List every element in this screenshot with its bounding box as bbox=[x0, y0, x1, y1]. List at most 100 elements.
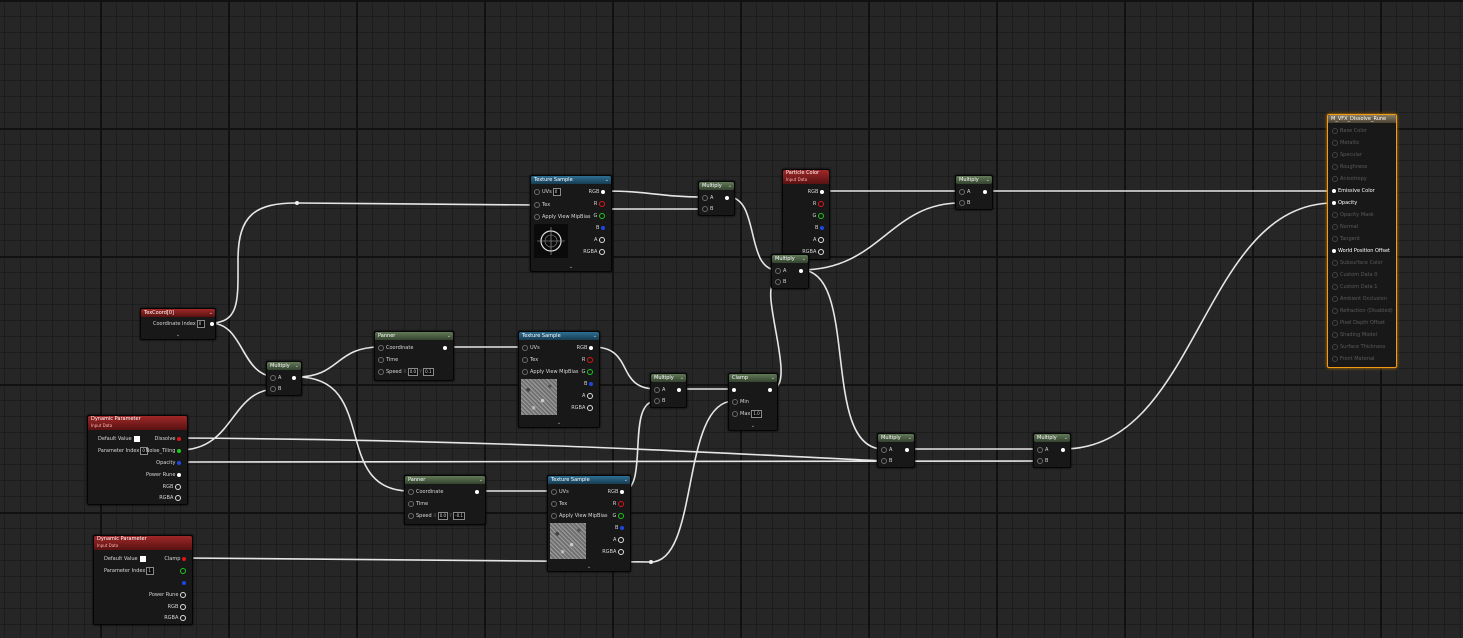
output-pin[interactable] bbox=[618, 513, 624, 519]
output-pin[interactable] bbox=[818, 213, 824, 219]
multiply-header[interactable]: Multiply⌄ bbox=[699, 182, 734, 190]
chevron-down-icon[interactable]: ⌄ bbox=[446, 333, 451, 339]
speed-x-field[interactable]: 0.0 bbox=[407, 368, 419, 376]
clamp-output-pin[interactable] bbox=[768, 388, 772, 392]
multiply-header[interactable]: Multiply⌄ bbox=[651, 374, 686, 382]
material-input-pin[interactable] bbox=[1332, 236, 1338, 242]
panner-output-pin[interactable] bbox=[443, 346, 447, 350]
input-pin[interactable] bbox=[534, 202, 540, 208]
texture-sample-node-mid[interactable]: Texture Sample⌄ UVs Tex Apply View MipBi… bbox=[518, 331, 600, 428]
input-pin[interactable] bbox=[732, 399, 738, 405]
panner-output-pin[interactable] bbox=[475, 490, 479, 494]
material-input-pin[interactable] bbox=[1332, 344, 1338, 350]
chevron-down-icon[interactable]: ⌄ bbox=[478, 477, 483, 483]
speed-x-field[interactable]: 0.0 bbox=[437, 512, 449, 520]
input-pin[interactable] bbox=[551, 489, 557, 495]
output-pin[interactable] bbox=[601, 190, 605, 194]
output-pin[interactable] bbox=[182, 557, 186, 561]
multiply-node-1[interactable]: Multiply⌄ A B bbox=[266, 361, 302, 396]
multiply-output-pin[interactable] bbox=[677, 388, 681, 392]
output-pin[interactable] bbox=[618, 501, 624, 507]
input-pin[interactable] bbox=[522, 345, 528, 351]
material-input-pin[interactable] bbox=[1332, 284, 1338, 290]
material-input-pin[interactable] bbox=[1332, 272, 1338, 278]
output-pin[interactable] bbox=[618, 537, 624, 543]
output-pin[interactable] bbox=[618, 549, 624, 555]
output-pin[interactable] bbox=[587, 405, 593, 411]
output-pin[interactable] bbox=[177, 449, 181, 453]
output-pin[interactable] bbox=[818, 201, 824, 207]
material-input-pin[interactable] bbox=[1332, 320, 1338, 326]
output-pin[interactable] bbox=[620, 490, 624, 494]
texsample-expand-icon[interactable]: ⌄ bbox=[556, 420, 562, 426]
input-pin[interactable] bbox=[732, 387, 736, 392]
input-pin[interactable] bbox=[654, 387, 660, 393]
output-pin[interactable] bbox=[587, 357, 593, 363]
material-input-pin[interactable] bbox=[1332, 212, 1338, 218]
texcoord-expand-icon[interactable]: ⌄ bbox=[175, 332, 181, 338]
input-pin[interactable] bbox=[702, 195, 708, 201]
output-pin[interactable] bbox=[180, 615, 186, 621]
output-pin[interactable] bbox=[589, 346, 593, 350]
chevron-down-icon[interactable]: ⌄ bbox=[208, 310, 213, 316]
texsample-expand-icon[interactable]: ⌄ bbox=[568, 264, 574, 270]
speed-y-field[interactable]: -0.1 bbox=[453, 512, 465, 520]
texsample-expand-icon[interactable]: ⌄ bbox=[586, 564, 592, 570]
texture-sample-header[interactable]: Texture Sample⌄ bbox=[531, 176, 611, 184]
input-pin[interactable] bbox=[378, 357, 384, 363]
chevron-down-icon[interactable]: ⌄ bbox=[679, 375, 684, 381]
material-input-pin[interactable] bbox=[1332, 224, 1338, 230]
multiply-header[interactable]: Multiply⌄ bbox=[878, 434, 914, 442]
input-pin[interactable] bbox=[1037, 447, 1043, 453]
input-pin[interactable] bbox=[378, 369, 384, 375]
input-pin[interactable] bbox=[270, 386, 276, 392]
chevron-down-icon[interactable]: ⌄ bbox=[294, 363, 299, 369]
output-pin[interactable] bbox=[599, 213, 605, 219]
material-input-pin[interactable] bbox=[1332, 189, 1336, 193]
chevron-down-icon[interactable]: ⌄ bbox=[907, 435, 912, 441]
output-pin[interactable] bbox=[180, 592, 186, 598]
material-input-pin[interactable] bbox=[1332, 140, 1338, 146]
input-pin[interactable] bbox=[522, 369, 528, 375]
material-input-pin[interactable] bbox=[1332, 296, 1338, 302]
multiply-output-pin[interactable] bbox=[1061, 448, 1065, 452]
chevron-down-icon[interactable]: ⌄ bbox=[770, 375, 775, 381]
output-pin[interactable] bbox=[599, 237, 605, 243]
input-pin[interactable] bbox=[702, 206, 708, 212]
input-pin[interactable] bbox=[378, 345, 384, 351]
output-pin[interactable] bbox=[620, 526, 624, 530]
input-pin[interactable] bbox=[534, 214, 540, 220]
output-pin[interactable] bbox=[601, 226, 605, 230]
material-input-pin[interactable] bbox=[1332, 164, 1338, 170]
material-input-pin[interactable] bbox=[1332, 260, 1338, 266]
material-result-header[interactable]: M_VFX_Dissolve_Rune bbox=[1328, 115, 1396, 123]
default-value-swatch[interactable] bbox=[139, 556, 146, 562]
output-pin[interactable] bbox=[820, 226, 824, 230]
material-input-pin[interactable] bbox=[1332, 308, 1338, 314]
output-pin[interactable] bbox=[180, 604, 186, 610]
output-pin[interactable] bbox=[818, 249, 824, 255]
multiply-node-2[interactable]: Multiply⌄ A B bbox=[650, 373, 687, 408]
input-pin[interactable] bbox=[881, 458, 887, 464]
multiply-node-7[interactable]: Multiply⌄ A B bbox=[1033, 433, 1071, 468]
multiply-node-6[interactable]: Multiply⌄ A B bbox=[877, 433, 915, 468]
output-pin[interactable] bbox=[177, 437, 181, 441]
default-value-swatch[interactable] bbox=[133, 436, 140, 442]
input-pin[interactable] bbox=[881, 447, 887, 453]
output-pin[interactable] bbox=[818, 237, 824, 243]
material-input-pin[interactable] bbox=[1332, 128, 1338, 134]
clamp-header[interactable]: Clamp⌄ bbox=[729, 374, 777, 382]
texcoord-header[interactable]: TexCoord[0]⌄ bbox=[141, 309, 215, 317]
material-input-pin[interactable] bbox=[1332, 249, 1336, 253]
multiply-header[interactable]: Multiply⌄ bbox=[772, 255, 808, 263]
parameter-index-field[interactable]: 1 bbox=[146, 567, 155, 575]
input-pin[interactable] bbox=[408, 501, 414, 507]
chevron-down-icon[interactable]: ⌄ bbox=[604, 177, 609, 183]
